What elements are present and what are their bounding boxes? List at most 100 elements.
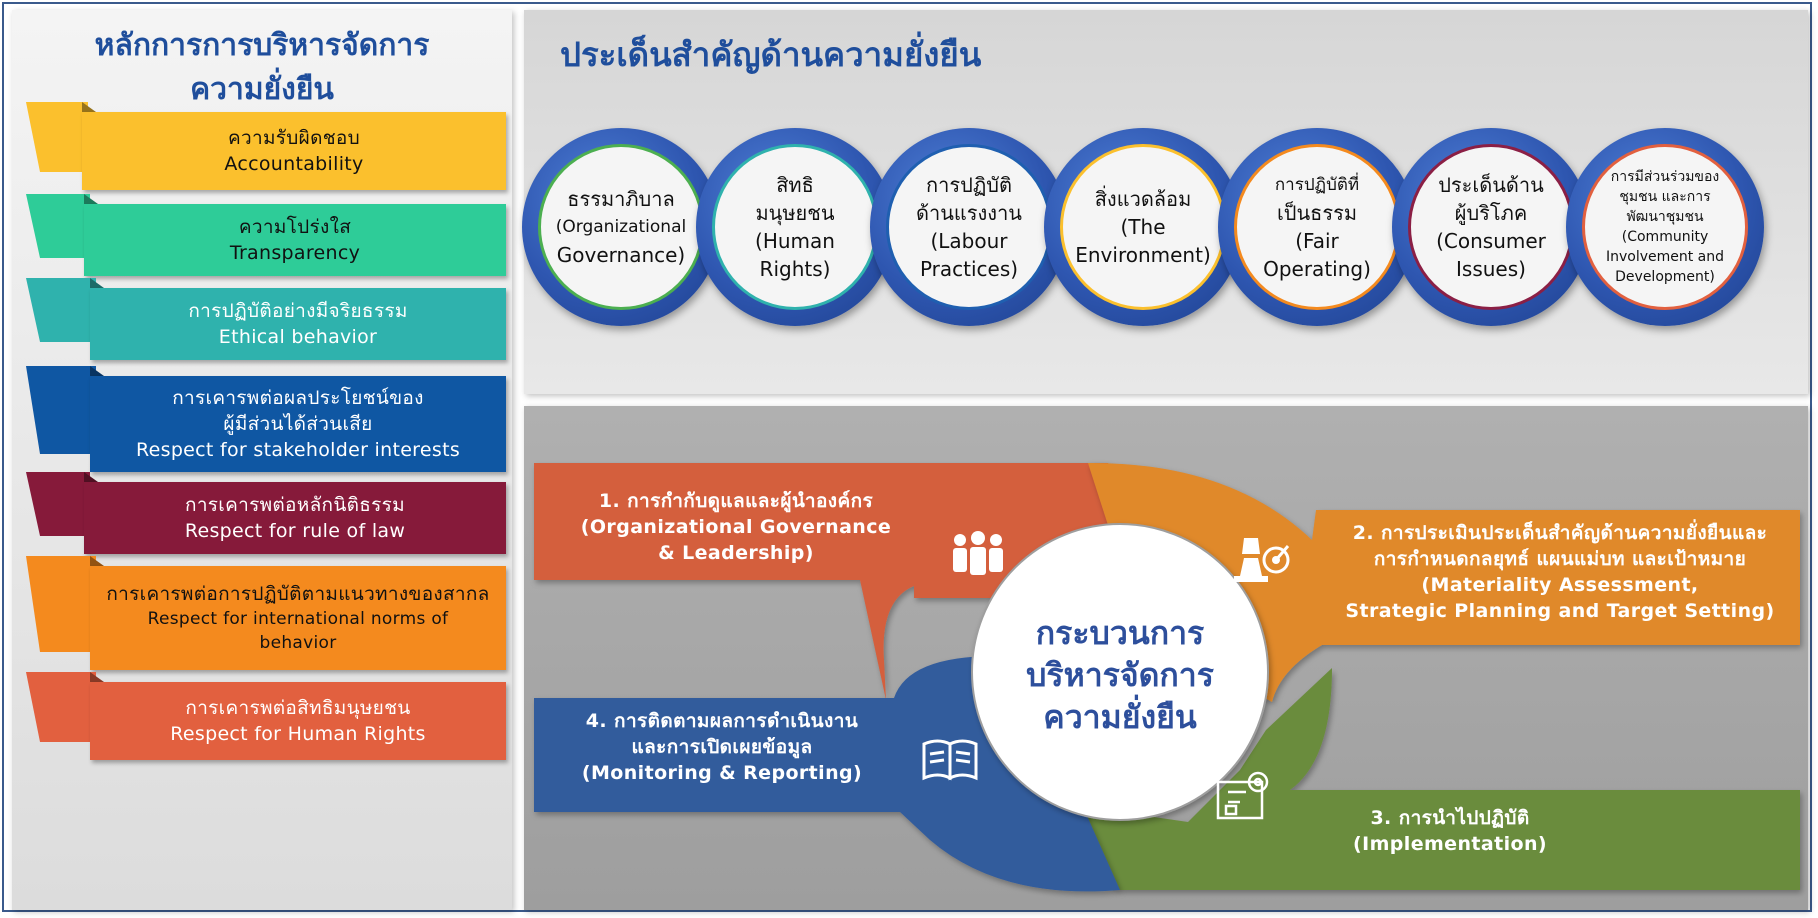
process-step-2-line-4: Strategic Planning and Target Setting): [1345, 600, 1775, 622]
principle-4-flap: [26, 366, 104, 454]
process-step-1-line-1: 1. การกำกับดูแลและผู้นำองค์กร: [598, 490, 874, 512]
center-line-2: บริหารจัดการ: [1026, 656, 1214, 694]
principles-panel: หลักการการบริหารจัดการ ความยั่งยืน ความร…: [12, 10, 512, 910]
issue-1-line-2: (Organizational: [555, 217, 687, 237]
principle-7: การเคารพต่อสิทธิมนุษยชน Respect for Human…: [26, 672, 506, 760]
principle-6-line-3: behavior: [259, 633, 337, 653]
principles-title-line-2: ความยั่งยืน: [190, 72, 334, 107]
principle-6: การเคารพต่อการปฏิบัติตามแนวทางของสากล Res…: [26, 556, 506, 670]
issue-5-line-1: การปฏิบัติที่: [1274, 175, 1360, 195]
process-step-1-label: 1. การกำกับดูแลและผู้นำองค์กร(Organizati…: [556, 488, 916, 566]
issue-3-line-3: (Labour: [930, 229, 1008, 253]
issue-2-line-2: มนุษยชน: [755, 201, 835, 225]
process-step-1-line-3: & Leadership): [658, 542, 814, 564]
principle-3-line-2: Ethical behavior: [218, 326, 378, 348]
issue-5-line-4: Operating): [1263, 257, 1371, 281]
principle-4-line-2: ผู้มีส่วนได้ส่วนเสีย: [223, 413, 373, 435]
principle-1-line-1: ความรับผิดชอบ: [228, 127, 360, 149]
process-step-4-line-3: (Monitoring & Reporting): [581, 762, 863, 784]
process-step-2-label: 2. การประเมินประเด็นสำคัญด้านความยั่งยืน…: [1320, 520, 1800, 624]
issue-6-line-4: Issues): [1456, 257, 1526, 281]
issue-3-line-2: ด้านแรงงาน: [916, 201, 1022, 225]
principle-3: การปฏิบัติอย่างมีจริยธรรม Ethical behavio…: [26, 278, 506, 360]
principles-title: หลักการการบริหารจัดการ ความยั่งยืน: [12, 24, 512, 112]
process-step-3-line-1: 3. การนำไปปฏิบัติ: [1370, 807, 1530, 829]
issue-2-line-1: สิทธิ: [776, 173, 814, 197]
center-line-3: ความยั่งยืน: [1043, 698, 1197, 736]
principle-7-band: การเคารพต่อสิทธิมนุษยชน Respect for Human…: [90, 682, 506, 760]
process-step-3-label: 3. การนำไปปฏิบัติ (Implementation): [1300, 805, 1600, 857]
principle-4-line-3: Respect for stakeholder interests: [135, 439, 461, 461]
issue-3-line-1: การปฏิบัติ: [926, 173, 1012, 197]
principle-6-line-2: Respect for international norms of: [147, 609, 449, 629]
center-line-1: กระบวนการ: [1035, 614, 1205, 652]
principle-5-line-2: Respect for rule of law: [184, 520, 406, 542]
principle-5-band: การเคารพต่อหลักนิติธรรม Respect for rule …: [84, 482, 506, 554]
issue-circle-7-label: การมีส่วนร่วมของชุมชน และการพัฒนาชุมชน (C…: [1582, 144, 1748, 310]
issue-2-line-3: (Human: [755, 229, 835, 253]
process-center-label: กระบวนการ บริหารจัดการ ความยั่งยืน: [1010, 612, 1230, 738]
issue-5-line-2: เป็นธรรม: [1276, 201, 1358, 225]
principle-7-flap: [26, 672, 104, 742]
process-step-4-label: 4. การติดตามผลการดำเนินงานและการเปิดเผยข…: [552, 708, 892, 786]
process-step-4-line-2: และการเปิดเผยข้อมูล: [631, 736, 813, 758]
process-step-2-line-1: 2. การประเมินประเด็นสำคัญด้านความยั่งยืน…: [1352, 522, 1768, 544]
issue-circle-7: การมีส่วนร่วมของชุมชน และการพัฒนาชุมชน (C…: [1566, 128, 1764, 326]
principle-6-flap: [26, 556, 104, 652]
principle-3-line-1: การปฏิบัติอย่างมีจริยธรรม: [188, 300, 408, 322]
principle-5-line-1: การเคารพต่อหลักนิติธรรม: [185, 494, 405, 516]
issue-3-line-4: Practices): [919, 257, 1019, 281]
principle-1-flap: [26, 102, 96, 172]
issue-1-line-1: ธรรมาภิบาล: [567, 187, 675, 211]
issue-7-line-1: การมีส่วนร่วมของ: [1610, 169, 1720, 185]
principle-7-line-2: Respect for Human Rights: [170, 723, 426, 745]
principle-6-line-1: การเคารพต่อการปฏิบัติตามแนวทางของสากล: [106, 583, 490, 605]
issue-7-line-4: (Community: [1621, 229, 1709, 245]
principle-1: ความรับผิดชอบ Accountability: [26, 102, 506, 190]
process-step-2-line-2: การกำหนดกลยุทธ์ แผนแม่บท และเป้าหมาย: [1373, 548, 1747, 570]
issue-7-line-5: Involvement and: [1605, 249, 1725, 265]
issues-title: ประเด็นสำคัญด้านความยั่งยืน: [560, 35, 982, 74]
principle-5: การเคารพต่อหลักนิติธรรม Respect for rule …: [26, 472, 506, 554]
principles-title-line-1: หลักการการบริหารจัดการ: [94, 28, 430, 63]
issue-6-line-2: ผู้บริโภค: [1454, 201, 1528, 225]
issue-6-line-3: (Consumer: [1436, 229, 1546, 253]
issue-1-line-3: Governance): [556, 243, 686, 267]
issue-6-line-1: ประเด็นด้าน: [1438, 173, 1544, 197]
issue-7-line-6: Development): [1615, 269, 1715, 285]
principle-2-flap: [26, 194, 98, 258]
process-step-3-line-2: (Implementation): [1353, 833, 1547, 855]
process-step-2-line-3: (Materiality Assessment,: [1421, 574, 1699, 596]
principle-2-line-2: Transparency: [229, 242, 361, 264]
principle-6-band: การเคารพต่อการปฏิบัติตามแนวทางของสากล Res…: [90, 566, 506, 670]
principle-7-line-1: การเคารพต่อสิทธิมนุษยชน: [185, 697, 411, 719]
principle-3-flap: [26, 278, 104, 342]
issue-4-line-3: Environment): [1075, 243, 1211, 267]
issue-4-line-1: สิ่งแวดล้อม: [1094, 187, 1192, 211]
principle-1-band: ความรับผิดชอบ Accountability: [82, 112, 506, 190]
principle-5-flap: [26, 472, 98, 536]
principle-3-band: การปฏิบัติอย่างมีจริยธรรม Ethical behavio…: [90, 288, 506, 360]
issue-4-line-2: (The: [1120, 215, 1166, 239]
principle-1-line-2: Accountability: [224, 153, 364, 175]
issue-7-line-2: ชุมชน และการ: [1619, 189, 1711, 205]
principle-4-band: การเคารพต่อผลประโยชน์ของผู้มีส่วนได้ส่วน…: [90, 376, 506, 472]
issue-7-line-3: พัฒนาชุมชน: [1626, 209, 1704, 225]
issue-2-line-4: Rights): [759, 257, 831, 281]
process-step-4-line-1: 4. การติดตามผลการดำเนินงาน: [585, 710, 859, 732]
